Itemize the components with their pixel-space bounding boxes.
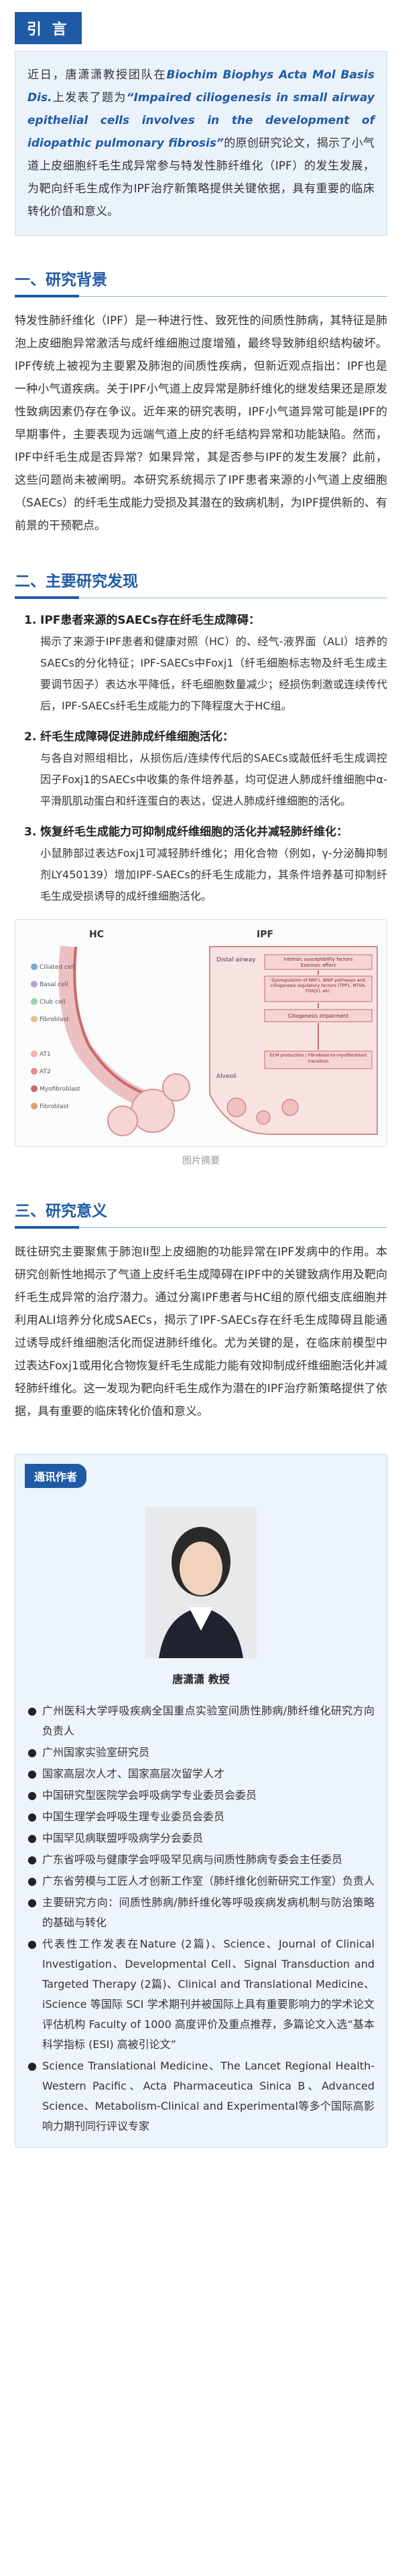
section-underline <box>15 1226 387 1229</box>
svg-text:Ciliogenesis impairment: Ciliogenesis impairment <box>288 1013 349 1019</box>
author-bio-item: Science Translational Medicine、The Lance… <box>27 2056 375 2137</box>
section-header: 一、研究背景 <box>15 267 387 297</box>
svg-text:Club cell: Club cell <box>40 999 66 1006</box>
author-bio-list: 广州医科大学呼吸疾病全国重点实验室间质性肺病/肺纤维化研究方向负责人 广州国家实… <box>15 1686 387 2137</box>
section-underline <box>15 596 387 599</box>
background-section: 一、研究背景 特发性肺纤维化（IPF）是一种进行性、致死性的间质性肺病，其特征是… <box>0 267 402 537</box>
author-bio-item: 广东省劳模与工匠人才创新工作室（肺纤维化创新研究工作室）负责人 <box>27 1871 375 1891</box>
intro-middle: 上发表了题为 <box>52 91 127 105</box>
article-page: 引 言 近日，唐潇潇教授团队在Biochim Biophys Acta Mol … <box>0 0 402 2175</box>
svg-text:Extrinsic effect: Extrinsic effect <box>301 963 336 968</box>
section-header: 三、研究意义 <box>15 1198 387 1229</box>
findings-list: 1.IPF患者来源的SAECs存在纤毛生成障碍： 揭示了来源于IPF患者和健康对… <box>15 610 387 907</box>
journal-name: Biochim Biophys Acta Mol Basis Dis. <box>27 68 375 105</box>
author-name: 唐潇潇 教授 <box>172 1673 230 1686</box>
svg-text:Basal cell: Basal cell <box>40 981 68 988</box>
intro-section: 引 言 近日，唐潇潇教授团队在Biochim Biophys Acta Mol … <box>0 0 402 236</box>
finding-item: 3.恢复纤毛生成能力可抑制成纤维细胞的活化并减轻肺纤维化： 小鼠肺部过表达Fox… <box>24 821 387 907</box>
section-header: 二、主要研究发现 <box>15 568 387 599</box>
finding-item: 1.IPF患者来源的SAECs存在纤毛生成障碍： 揭示了来源于IPF患者和健康对… <box>24 610 387 717</box>
ipf-label: IPF <box>257 929 273 940</box>
section-title: 三、研究意义 <box>15 1203 107 1220</box>
author-bio-item: 广州医科大学呼吸疾病全国重点实验室间质性肺病/肺纤维化研究方向负责人 <box>27 1701 375 1741</box>
author-bio-item: 广东省呼吸与健康学会呼吸罕见病与间质性肺病专委会主任委员 <box>27 1850 375 1870</box>
author-bio-item: 中国研究型医院学会呼吸病学专业委员会委员 <box>27 1785 375 1806</box>
author-bio-item: 代表性工作发表在Nature (2篇)、Science、Journal of C… <box>27 1934 375 2055</box>
finding-text: 揭示了来源于IPF患者和健康对照（HC）的、经气-液界面（ALI）培养的SAEC… <box>40 635 387 712</box>
section-underline <box>15 295 387 297</box>
finding-text: 小鼠肺部过表达Foxj1可减轻肺纤维化；用化合物（例如，γ-分泌酶抑制剂LY45… <box>40 847 387 902</box>
author-tag: 通讯作者 <box>25 1464 87 1488</box>
author-bio-item: 中国罕见病联盟呼吸病学分会委员 <box>27 1828 375 1848</box>
intro-box: 近日，唐潇潇教授团队在Biochim Biophys Acta Mol Basi… <box>15 51 387 236</box>
author-bio-item: 国家高层次人才、国家高层次留学人才 <box>27 1764 375 1784</box>
author-photo-wrap <box>15 1507 387 1658</box>
distal-airway-label: Distal airway <box>216 957 256 963</box>
author-bio-item: 广州国家实验室研究员 <box>27 1743 375 1763</box>
findings-section: 二、主要研究发现 1.IPF患者来源的SAECs存在纤毛生成障碍： 揭示了来源于… <box>0 568 402 1167</box>
intro-lead: 近日，唐潇潇教授团队在 <box>27 68 167 82</box>
section-title: 二、主要研究发现 <box>15 573 138 590</box>
svg-text:Intrinsic susceptibility facto: Intrinsic susceptibility factors <box>284 957 353 962</box>
finding-text: 与各自对照组相比，从损伤后/连续传代后的SAECs或敲低纤毛生成调控因子Foxj… <box>40 752 387 807</box>
intro-tail: 的原创研究论文，揭示了小气道上皮细胞纤毛生成异常参与特发性肺纤维化（IPF）的发… <box>27 137 375 218</box>
svg-text:Fibroblast: Fibroblast <box>40 1103 69 1110</box>
graphical-abstract-svg: HC Ciliated cell Basal cell Club cell Fi… <box>31 929 378 1136</box>
svg-text:Myofibroblast: Myofibroblast <box>40 1086 80 1093</box>
author-card: 通讯作者 唐潇潇 教授 广州医科大学呼吸疾病全国重点实验室间质性肺病/肺纤维化研… <box>15 1454 387 2148</box>
figure-caption: 图片摘要 <box>182 1156 220 1166</box>
svg-text:Fibroblast: Fibroblast <box>40 1016 69 1023</box>
author-photo <box>145 1507 257 1658</box>
finding-title: 3.恢复纤毛生成能力可抑制成纤维细胞的活化并减轻肺纤维化： <box>24 825 348 839</box>
intro-tab: 引 言 <box>15 12 82 44</box>
graphical-abstract: HC Ciliated cell Basal cell Club cell Fi… <box>15 919 387 1147</box>
section-title: 一、研究背景 <box>15 271 107 289</box>
figure-legend: Ciliated cell Basal cell Club cell Fibro… <box>31 963 80 1110</box>
author-bio-item: 主要研究方向：间质性肺病/肺纤维化等呼吸疾病发病机制与防治策略的基础与转化 <box>27 1893 375 1933</box>
svg-text:AT1: AT1 <box>40 1051 51 1058</box>
hc-label: HC <box>89 929 104 940</box>
author-bio-item: 中国生理学会呼吸生理专业委员会委员 <box>27 1807 375 1827</box>
alveoli-label: Alveoli <box>216 1073 237 1080</box>
background-text: 特发性肺纤维化（IPF）是一种进行性、致死性的间质性肺病，其特征是肺泡上皮细胞异… <box>15 314 387 533</box>
finding-title: 2.纤毛生成障碍促进肺成纤维细胞活化： <box>24 730 234 744</box>
finding-title: 1.IPF患者来源的SAECs存在纤毛生成障碍： <box>24 614 261 627</box>
finding-item: 2.纤毛生成障碍促进肺成纤维细胞活化： 与各自对照组相比，从损伤后/连续传代后的… <box>24 726 387 812</box>
paper-title: “Impaired ciliogenesis in small airway e… <box>27 91 375 150</box>
significance-text: 既往研究主要聚焦于肺泡II型上皮细胞的功能异常在IPF发病中的作用。本研究创新性… <box>15 1245 387 1418</box>
svg-text:AT2: AT2 <box>40 1069 51 1075</box>
significance-section: 三、研究意义 既往研究主要聚焦于肺泡II型上皮细胞的功能异常在IPF发病中的作用… <box>0 1198 402 1423</box>
svg-text:Ciliated cell: Ciliated cell <box>40 964 74 971</box>
